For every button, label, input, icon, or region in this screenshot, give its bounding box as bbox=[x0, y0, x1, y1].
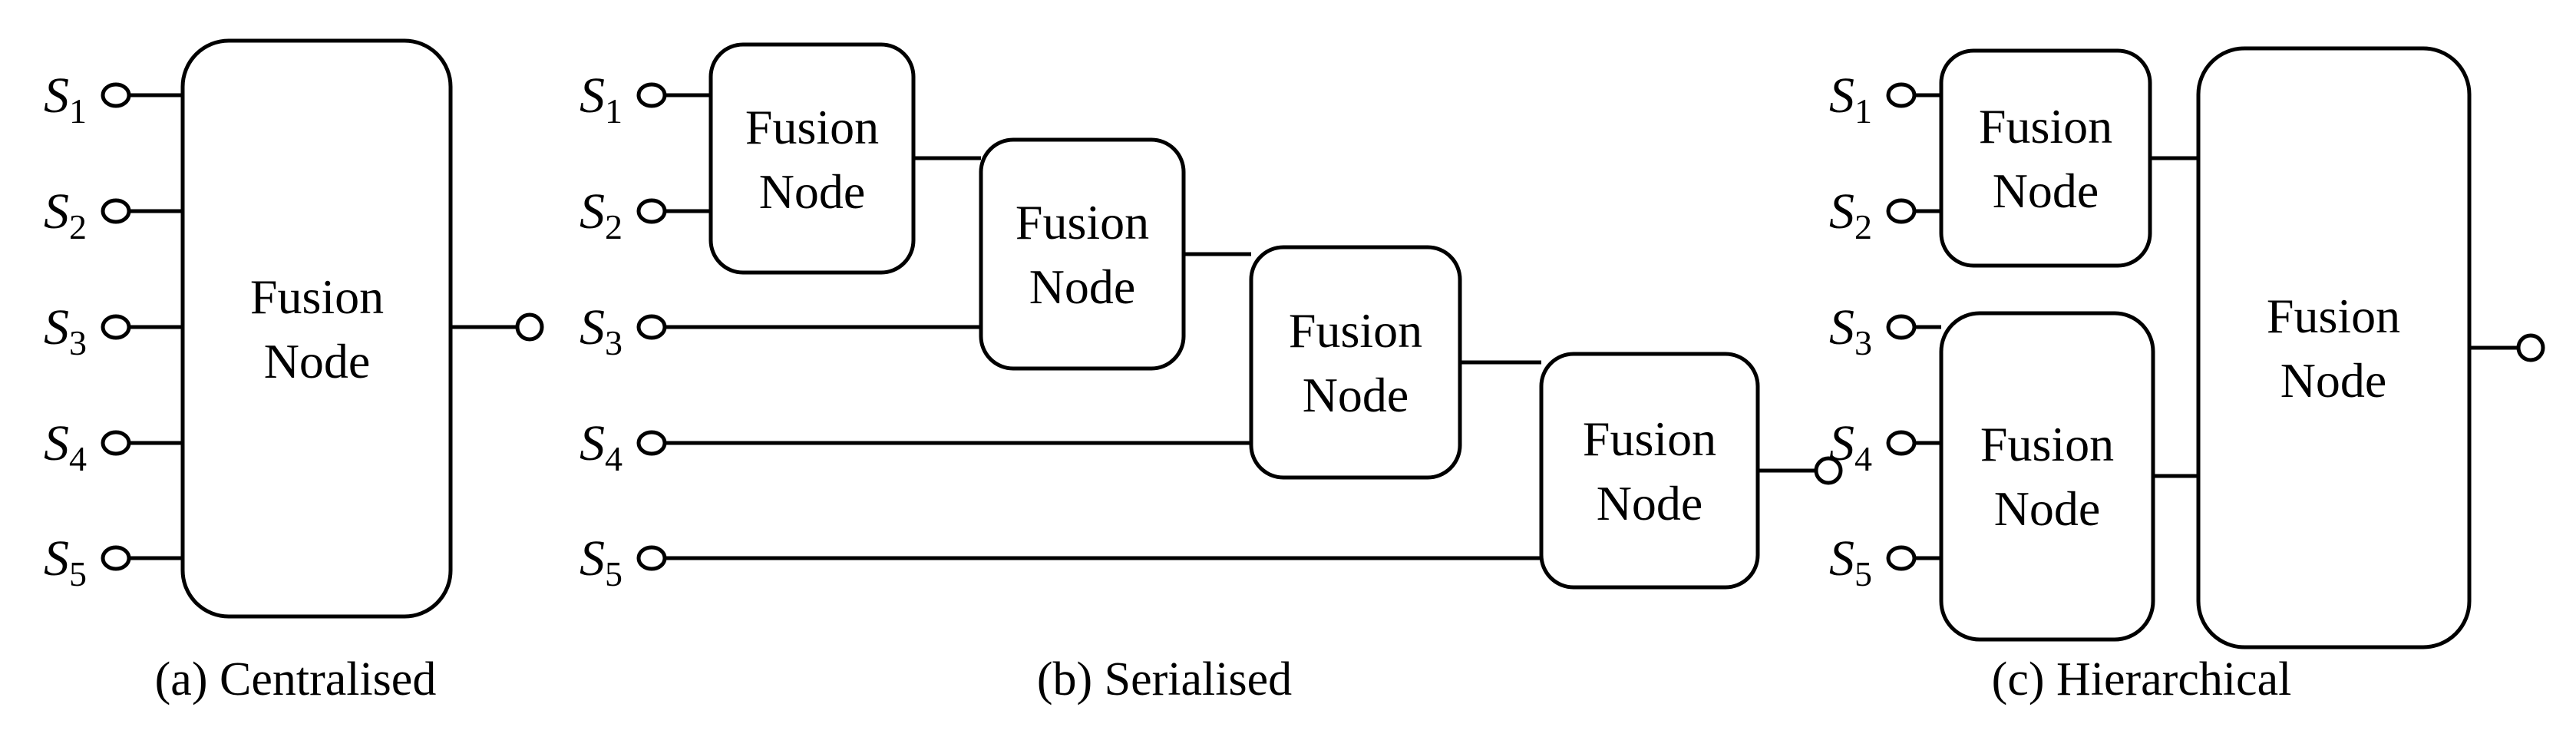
source-label-s4: S4 bbox=[44, 415, 87, 478]
b-fusion-1-box bbox=[708, 42, 916, 275]
input-terminal-s2 bbox=[636, 198, 667, 224]
input-terminal-s3 bbox=[101, 314, 131, 340]
source-label-s5: S5 bbox=[580, 530, 623, 593]
source-label-s2: S2 bbox=[44, 183, 87, 246]
input-terminal-s4 bbox=[1886, 430, 1917, 456]
input-terminal-s2 bbox=[1886, 198, 1917, 224]
source-label-subscript: 5 bbox=[605, 554, 623, 593]
panel-c: S1S2S3S4S5FusionNodeFusionNodeFusionNode… bbox=[1829, 46, 2545, 706]
source-label-base: S bbox=[44, 415, 69, 471]
input-terminal-s5 bbox=[101, 545, 131, 571]
source-label-s5: S5 bbox=[44, 530, 87, 593]
input-terminal-s1 bbox=[1886, 82, 1917, 108]
input-terminal-s4 bbox=[636, 430, 667, 456]
c-fusion-bottom-box bbox=[1939, 311, 2155, 642]
input-terminal-s4 bbox=[101, 430, 131, 456]
source-label-s2: S2 bbox=[580, 183, 623, 246]
source-label-subscript: 4 bbox=[605, 439, 623, 478]
panel-b: S1S2S3S4S5FusionNodeFusionNodeFusionNode… bbox=[580, 42, 1843, 706]
c-fusion-main-box bbox=[2196, 46, 2472, 649]
source-label-base: S bbox=[580, 299, 605, 355]
source-label-s3: S3 bbox=[44, 299, 87, 362]
source-label-base: S bbox=[44, 68, 69, 124]
b-fusion-1-label-line2: Node bbox=[759, 164, 866, 219]
source-label-base: S bbox=[580, 183, 605, 240]
source-label-subscript: 1 bbox=[1854, 91, 1872, 131]
source-label-s1: S1 bbox=[44, 68, 87, 131]
c-fusion-top-box bbox=[1939, 48, 2152, 268]
source-label-base: S bbox=[1829, 299, 1854, 355]
c-fusion-top-label-line2: Node bbox=[1993, 164, 2099, 218]
source-label-s5: S5 bbox=[1829, 530, 1872, 593]
source-label-subscript: 4 bbox=[69, 439, 87, 478]
source-label-subscript: 4 bbox=[1854, 439, 1872, 478]
b-fusion-4-box bbox=[1539, 352, 1760, 590]
c-fusion-bottom-label-line2: Node bbox=[1994, 481, 2101, 536]
source-label-s4: S4 bbox=[580, 415, 623, 478]
b-fusion-2-label-line2: Node bbox=[1029, 259, 1136, 314]
b-fusion-2-box bbox=[979, 137, 1186, 371]
source-label-subscript: 3 bbox=[69, 323, 87, 362]
c-fusion-main-label-line1: Fusion bbox=[2267, 289, 2400, 343]
source-label-subscript: 3 bbox=[1854, 323, 1872, 362]
output-terminal bbox=[515, 312, 544, 342]
c-fusion-top-label-line1: Fusion bbox=[1979, 99, 2112, 154]
source-label-s3: S3 bbox=[1829, 299, 1872, 362]
source-label-base: S bbox=[1829, 415, 1854, 471]
source-label-subscript: 2 bbox=[69, 207, 87, 246]
source-label-base: S bbox=[44, 299, 69, 355]
panel-caption-c: (c) Hierarchical bbox=[1992, 653, 2292, 706]
input-terminal-s2 bbox=[101, 198, 131, 224]
input-terminal-s1 bbox=[636, 82, 667, 108]
a-fusion-label-line2: Node bbox=[264, 334, 371, 388]
source-label-subscript: 1 bbox=[69, 91, 87, 131]
panel-caption-a: (a) Centralised bbox=[155, 653, 437, 706]
b-fusion-4-label-line1: Fusion bbox=[1583, 411, 1716, 466]
output-terminal bbox=[2516, 333, 2545, 362]
c-fusion-main-label-line2: Node bbox=[2280, 353, 2387, 408]
input-terminal-s5 bbox=[636, 545, 667, 571]
source-label-base: S bbox=[580, 530, 605, 587]
input-terminal-s5 bbox=[1886, 545, 1917, 571]
b-fusion-3-box bbox=[1249, 245, 1462, 480]
input-terminal-s3 bbox=[636, 314, 667, 340]
b-fusion-3-label-line2: Node bbox=[1303, 368, 1409, 422]
input-terminal-s3 bbox=[1886, 314, 1917, 340]
source-label-subscript: 1 bbox=[605, 91, 623, 131]
panel-caption-b: (b) Serialised bbox=[1037, 653, 1292, 706]
source-label-base: S bbox=[44, 183, 69, 240]
b-fusion-2-label-line1: Fusion bbox=[1016, 195, 1149, 250]
b-fusion-4-label-line2: Node bbox=[1597, 476, 1703, 530]
source-label-subscript: 5 bbox=[69, 554, 87, 593]
source-label-s4: S4 bbox=[1829, 415, 1872, 478]
source-label-base: S bbox=[1829, 183, 1854, 240]
source-label-subscript: 3 bbox=[605, 323, 623, 362]
b-fusion-1-label-line1: Fusion bbox=[745, 100, 879, 154]
source-label-base: S bbox=[1829, 530, 1854, 587]
c-fusion-bottom-label-line1: Fusion bbox=[1980, 417, 2114, 471]
source-label-base: S bbox=[580, 68, 605, 124]
source-label-base: S bbox=[580, 415, 605, 471]
source-label-subscript: 5 bbox=[1854, 554, 1872, 593]
b-fusion-3-label-line1: Fusion bbox=[1289, 303, 1422, 358]
source-label-subscript: 2 bbox=[605, 207, 623, 246]
a-fusion-box bbox=[180, 38, 453, 619]
source-label-base: S bbox=[44, 530, 69, 587]
input-terminal-s1 bbox=[101, 82, 131, 108]
source-label-s3: S3 bbox=[580, 299, 623, 362]
a-fusion-label-line1: Fusion bbox=[250, 269, 384, 324]
output-terminal bbox=[1814, 456, 1843, 485]
source-label-s1: S1 bbox=[580, 68, 623, 131]
source-label-base: S bbox=[1829, 68, 1854, 124]
source-label-subscript: 2 bbox=[1854, 207, 1872, 246]
source-label-s2: S2 bbox=[1829, 183, 1872, 246]
source-label-s1: S1 bbox=[1829, 68, 1872, 131]
